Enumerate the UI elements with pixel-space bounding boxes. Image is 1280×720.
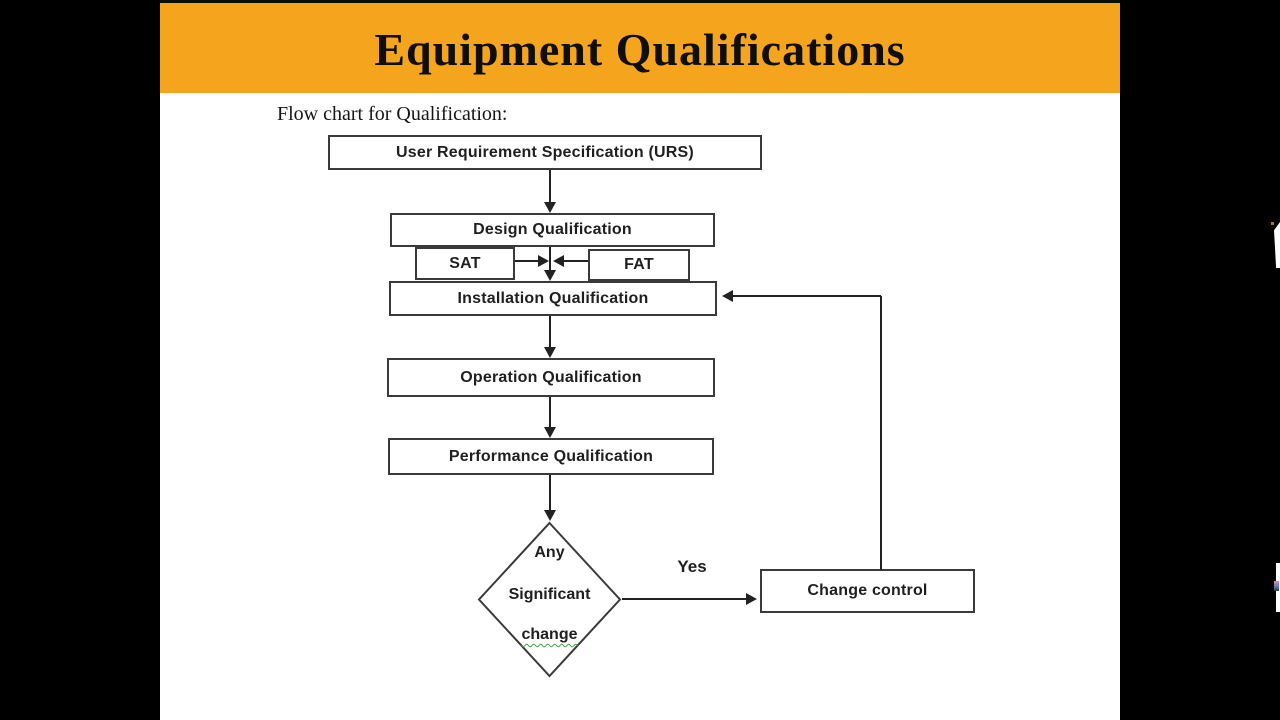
node-urs: User Requirement Specification (URS) [328,135,762,170]
flowchart-caption: Flow chart for Qualification: [277,103,508,125]
edge-label-yes: Yes [677,557,707,576]
node-change-control-label: Change control [807,582,928,599]
node-performance-qualification: Performance Qualification [388,438,714,475]
slide-title: Equipment Qualifications [374,23,906,75]
node-fat: FAT [588,249,690,281]
connector-urs-design [549,170,551,202]
connector-design-installation [549,247,551,270]
slide-header-banner: Equipment Qualifications [160,0,1120,93]
decision-label-line1: Any [534,544,565,561]
node-performance-label: Performance Qualification [448,447,654,465]
arrowhead-performance-decision [544,510,556,521]
arrowhead-feedback-installation [722,290,733,302]
node-change-control: Change control [760,569,975,613]
connector-decision-changecontrol [622,598,746,600]
node-decision-diamond: Any Significant change [477,521,622,678]
node-operation-qualification: Operation Qualification [387,358,715,397]
diamond-shape-icon [477,521,622,678]
connector-installation-operation [549,316,551,347]
clipped-window-icon [1274,581,1279,591]
node-urs-label: User Requirement Specification (URS) [396,143,694,161]
node-sat: SAT [415,247,515,280]
connector-feedback-horizontal [733,295,881,297]
connector-operation-performance [549,397,551,427]
node-sat-label: SAT [449,254,481,272]
clipped-cursor-dot [1271,222,1274,225]
connector-performance-decision [549,475,551,510]
node-design-label: Design Qualification [473,221,632,238]
connector-sat-center [515,260,538,262]
node-design-qualification: Design Qualification [390,213,715,247]
arrowhead-design-installation [544,270,556,281]
arrowhead-urs-design [544,202,556,213]
connector-fat-center [564,260,588,262]
decision-label-line3: change [521,626,578,643]
arrowhead-fat-center [553,255,564,267]
connector-feedback-vertical [880,296,882,570]
clipped-cursor-artifact [1274,222,1280,268]
arrowhead-decision-changecontrol [746,593,757,605]
decision-label-line2: Significant [508,586,591,603]
node-fat-label: FAT [624,256,654,273]
arrowhead-sat-center [538,255,549,267]
node-operation-label: Operation Qualification [460,368,642,386]
slide: Equipment Qualifications Flow chart for … [160,0,1120,720]
node-installation-label: Installation Qualification [457,289,649,307]
arrowhead-installation-operation [544,347,556,358]
node-installation-qualification: Installation Qualification [389,281,717,316]
arrowhead-operation-performance [544,427,556,438]
